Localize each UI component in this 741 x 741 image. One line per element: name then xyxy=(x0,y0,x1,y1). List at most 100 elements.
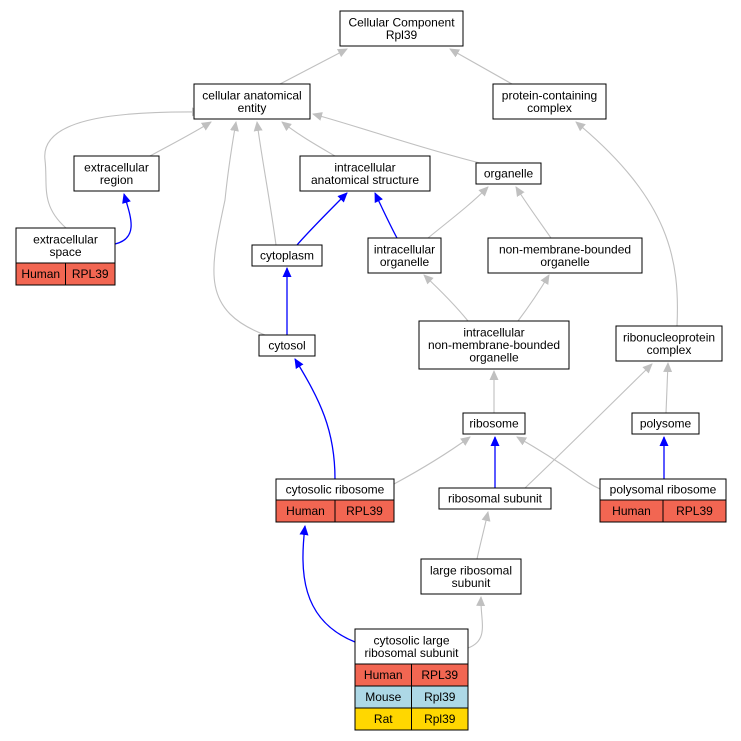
node-label-line: organelle xyxy=(380,255,430,269)
edge-cytosol-to-cellular-anatomical-entity xyxy=(213,121,266,336)
edge-cytoplasm-to-cellular-anatomical-entity xyxy=(253,121,277,246)
species-label: Human xyxy=(364,668,403,682)
gene-symbol: RPL39 xyxy=(72,267,109,281)
edge-ribonucleoprotein-complex-to-protein-containing-complex xyxy=(575,121,678,327)
node-ribosomal-subunit[interactable]: ribosomal subunit xyxy=(438,487,552,510)
node-box xyxy=(475,162,542,185)
edge-intracellular-anatomical-structure-to-cellular-anatomical-entity xyxy=(281,121,336,157)
edge-cytoplasm-to-intracellular-anatomical-structure xyxy=(296,192,348,246)
edge-polysome-to-ribonucleoprotein-complex xyxy=(663,362,673,414)
node-box xyxy=(631,412,700,435)
node-label-line: ribosomal subunit xyxy=(364,646,459,660)
node-label-line: intracellular xyxy=(463,326,524,340)
node-box xyxy=(251,244,323,267)
edge-non-membrane-bounded-organelle-to-organelle xyxy=(515,186,552,239)
species-label: Mouse xyxy=(365,690,401,704)
edge-cellular-anatomical-entity-to-cellular-component xyxy=(279,48,348,85)
node-label-line: organelle xyxy=(540,255,590,269)
species-label: Human xyxy=(21,267,60,281)
edge-large-ribosomal-subunit-to-ribosomal-subunit xyxy=(476,511,491,560)
node-box xyxy=(418,320,570,370)
node-box xyxy=(73,155,160,192)
node-cytosol[interactable]: cytosol xyxy=(258,334,316,357)
node-label-line: cytosolic large xyxy=(373,633,449,647)
gene-symbol: RPL39 xyxy=(676,504,713,518)
node-label-line: polysome xyxy=(640,417,692,431)
edge-intracellular-organelle-to-organelle xyxy=(427,186,489,239)
node-box xyxy=(299,155,431,192)
edge-protein-containing-complex-to-cellular-component xyxy=(449,48,513,85)
node-label-line: ribosomal subunit xyxy=(448,492,543,506)
gene-cell xyxy=(334,499,395,523)
species-label: Human xyxy=(286,504,325,518)
node-label-line: cytosol xyxy=(268,339,305,353)
gene-symbol: RPL39 xyxy=(346,504,383,518)
node-label-line: large ribosomal xyxy=(430,563,512,577)
edge-ribosomal-subunit-to-ribonucleoprotein-complex xyxy=(524,363,653,489)
node-label-line: non-membrane-bounded xyxy=(428,338,560,352)
node-label-line: space xyxy=(49,245,81,259)
node-cytoplasm[interactable]: cytoplasm xyxy=(251,244,323,267)
node-intracellular-nmb-organelle[interactable]: intracellularnon-membrane-boundedorganel… xyxy=(418,320,570,370)
node-label-line: anatomical structure xyxy=(311,173,419,187)
edge-intracellular-nmb-organelle-to-intracellular-organelle xyxy=(423,274,469,322)
node-label-line: cellular anatomical xyxy=(202,88,301,102)
node-polysome[interactable]: polysome xyxy=(631,412,700,435)
edge-cytosolic-large-ribosomal-subunit-to-large-ribosomal-subunit xyxy=(467,596,486,649)
node-box xyxy=(258,334,316,357)
node-label-line: intracellular xyxy=(334,160,395,174)
edge-cytosolic-large-ribosomal-subunit-to-cytosolic-ribosome xyxy=(299,525,356,643)
node-box xyxy=(462,412,526,435)
gene-symbol: Rpl39 xyxy=(424,712,456,726)
node-box xyxy=(420,558,522,595)
node-box xyxy=(487,237,643,274)
node-organelle[interactable]: organelle xyxy=(475,162,542,185)
node-label-line: ribonucleoprotein xyxy=(623,330,715,344)
node-box xyxy=(15,227,116,264)
node-box xyxy=(615,325,723,362)
node-label-line: Cellular Component xyxy=(348,15,455,29)
gene-symbol: Rpl39 xyxy=(424,690,456,704)
node-label-line: polysomal ribosome xyxy=(610,483,717,497)
edge-cytosolic-ribosome-to-ribosome xyxy=(393,436,471,485)
node-label-line: extracellular xyxy=(33,232,98,246)
node-label-line: extracellular xyxy=(84,160,149,174)
node-label-line: entity xyxy=(238,101,267,115)
node-box xyxy=(492,83,607,120)
node-label-line: cytosolic ribosome xyxy=(286,483,385,497)
edge-polysomal-ribosome-to-ribosome xyxy=(516,436,601,490)
node-box xyxy=(193,83,311,120)
node-label-line: complex xyxy=(647,343,692,357)
node-box xyxy=(367,237,442,274)
edge-cytosolic-ribosome-to-cytosol xyxy=(294,358,336,480)
gene-cell xyxy=(65,262,116,286)
node-label-line: protein-containing xyxy=(502,88,597,102)
node-box xyxy=(354,628,469,665)
node-ribosome[interactable]: ribosome xyxy=(462,412,526,435)
node-label-line: Rpl39 xyxy=(386,28,418,42)
edge-organelle-to-cellular-anatomical-entity xyxy=(312,112,481,164)
node-label-line: cytoplasm xyxy=(260,249,314,263)
edge-extracellular-region-to-cellular-anatomical-entity xyxy=(149,121,212,157)
edge-intracellular-organelle-to-intracellular-anatomical-structure xyxy=(374,192,398,239)
species-label: Rat xyxy=(374,712,393,726)
node-box xyxy=(438,487,552,510)
edge-extracellular-space-to-cellular-anatomical-entity xyxy=(44,107,202,229)
gene-cell xyxy=(662,499,727,523)
node-label-line: non-membrane-bounded xyxy=(499,242,631,256)
node-box xyxy=(339,10,464,47)
